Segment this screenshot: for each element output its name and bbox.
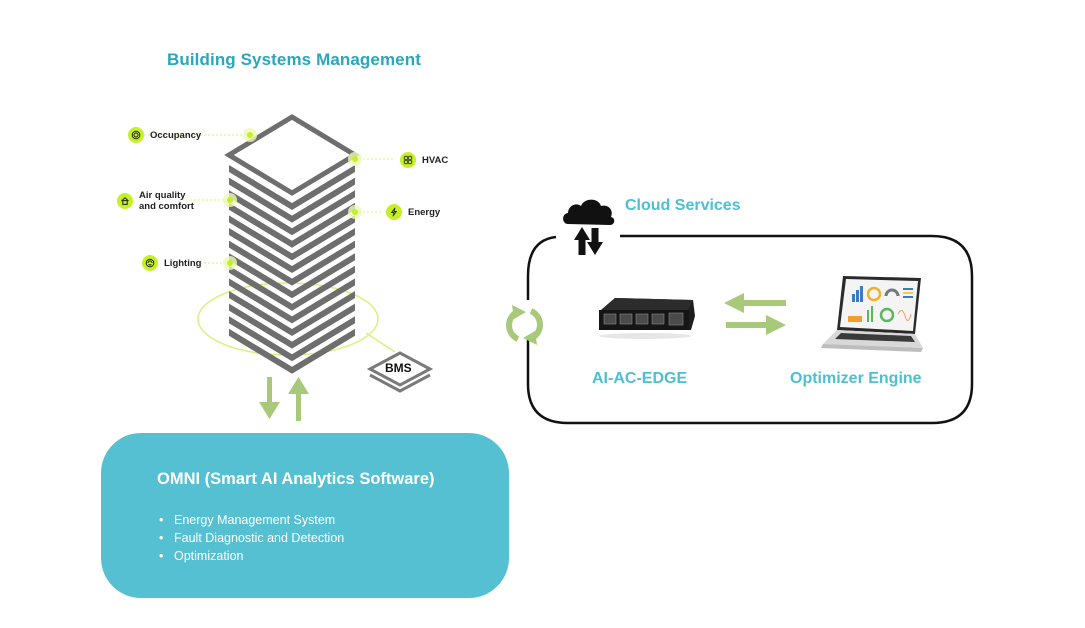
sensor-occupancy: Occupancy (128, 127, 201, 143)
cloud-upload-download-icon (563, 199, 615, 255)
building-roof (224, 114, 360, 196)
sensor-hvac: HVAC (400, 152, 448, 168)
optimizer-engine-label: Optimizer Engine (790, 370, 922, 387)
sensor-lighting: Lighting (142, 255, 201, 271)
laptop-dashboard-device (821, 276, 923, 352)
sensor-label: Air quality and comfort (139, 190, 194, 212)
sync-arrows-icon (259, 377, 309, 421)
building-illustration (140, 114, 396, 374)
bidirectional-arrows-icon (724, 293, 786, 335)
sensor-points (223, 128, 362, 270)
bms-connector (365, 332, 396, 353)
sensor-energy: Energy (386, 204, 440, 220)
edge-device-label: AI-AC-EDGE (592, 370, 688, 387)
hvac-icon (400, 152, 416, 168)
edge-router-device (599, 298, 695, 339)
refresh-icon (506, 305, 543, 345)
occupancy-icon (128, 127, 144, 143)
sensor-label: Energy (408, 206, 441, 218)
bsm-title: Building Systems Management (167, 50, 421, 69)
cloud-services-frame (526, 234, 974, 425)
lighting-icon (142, 255, 158, 271)
omni-title: OMNI (Smart AI Analytics Software) (157, 470, 435, 488)
dashboard-widgets (848, 286, 913, 323)
lightning-icon (386, 204, 402, 220)
bms-badge (366, 351, 434, 393)
sensor-label-line1: Air quality (139, 190, 186, 201)
cloud-services-title: Cloud Services (625, 197, 741, 214)
omni-feature-item: Fault Diagnostic and Detection (159, 529, 344, 547)
home-icon (117, 193, 133, 209)
omni-feature-list: Energy Management System Fault Diagnosti… (159, 511, 344, 565)
sensor-label: HVAC (422, 154, 449, 166)
omni-panel: OMNI (Smart AI Analytics Software) Energ… (101, 433, 509, 598)
sensor-label: Lighting (164, 257, 202, 269)
building-floors (229, 165, 355, 374)
sensor-label-line2: and comfort (139, 201, 194, 212)
bms-label: BMS (385, 361, 412, 375)
sensor-air-quality: Air quality and comfort (117, 190, 194, 212)
omni-feature-item: Optimization (159, 547, 344, 565)
sensor-label: Occupancy (150, 129, 202, 141)
omni-feature-item: Energy Management System (159, 511, 344, 529)
